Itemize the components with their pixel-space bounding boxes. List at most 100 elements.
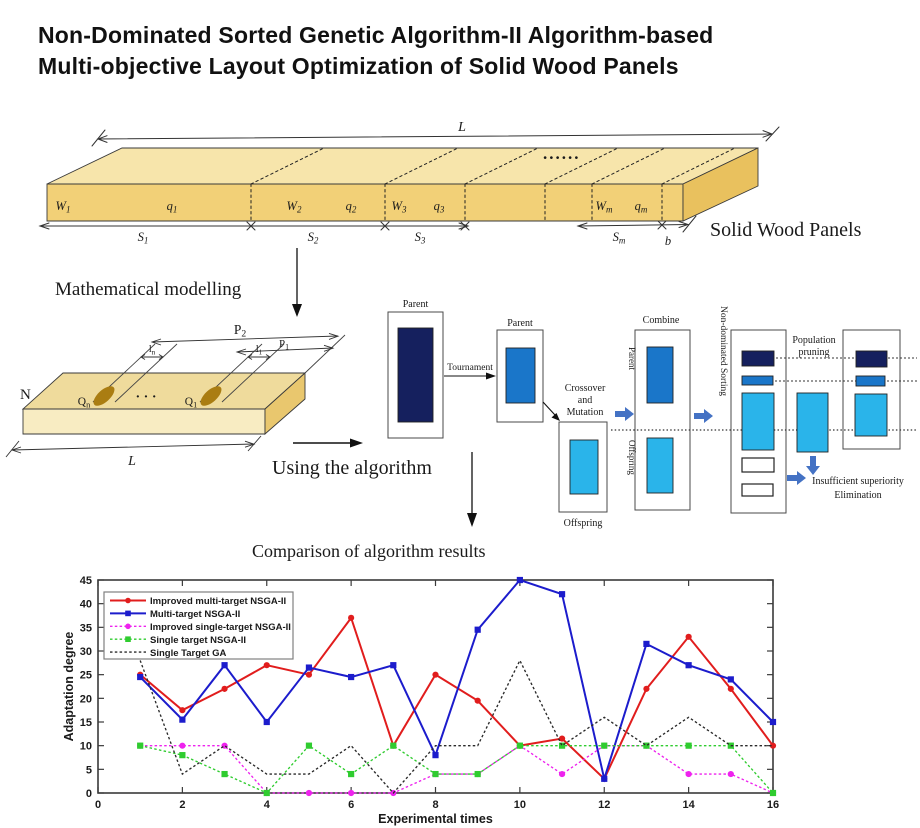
arrow-down-modelling <box>292 248 302 317</box>
flowchart-labels: Parent Tournament Parent Crossover and M… <box>403 299 904 529</box>
x-axis-tick-label: 8 <box>432 799 438 811</box>
label-mutation: Mutation <box>567 407 604 418</box>
knot-qn <box>93 386 115 406</box>
arrow-right-algorithm <box>293 438 363 448</box>
panel1-length-label: L <box>457 120 466 135</box>
label-s3: S3 <box>415 230 426 246</box>
pop-offspring-cyan <box>569 439 599 495</box>
panel1-front-face <box>46 183 684 222</box>
panel2-labels: N P2 P1 ln l1 Qn Q1 · · · L <box>20 322 289 469</box>
pop-combine-cyan <box>646 437 674 494</box>
y-axis-tick-label: 45 <box>80 575 92 587</box>
panel2-side-face <box>264 371 306 435</box>
panel2-dimensions <box>5 332 340 458</box>
y-axis-tick-label: 0 <box>86 788 92 800</box>
block-arrow-sorting <box>694 409 713 423</box>
chart-series-improved-single-target-nsga-ii <box>137 742 777 797</box>
figure-title: Non-Dominated Sorted Genetic Algorithm-I… <box>38 20 898 82</box>
legend-entry: Improved single-target NSGA-II <box>110 622 291 633</box>
x-axis-tick-label: 10 <box>514 799 526 811</box>
legend-label: Single Target GA <box>150 648 227 659</box>
label-insufficient-superiority: Insufficient superiority <box>812 476 904 487</box>
y-axis-tick-label: 40 <box>80 599 92 611</box>
y-axis-tick-label: 15 <box>80 717 92 729</box>
model-panel-diagram: N P2 P1 ln l1 Qn Q1 · · · L <box>5 322 346 469</box>
label-wm: Wm <box>596 199 613 215</box>
chart-series-multi-target-nsga-ii <box>137 576 777 783</box>
label-w2: W2 <box>287 199 302 215</box>
label-p1: P1 <box>279 338 289 352</box>
legend-entry: Single Target GA <box>110 648 227 659</box>
label-offspring-rotated: Offspring <box>627 440 637 475</box>
label-s1: S1 <box>138 230 149 246</box>
block-arrow-combine <box>615 407 634 421</box>
figure-title-line1: Non-Dominated Sorted Genetic Algorithm-I… <box>38 22 714 48</box>
label-population: Population <box>792 335 835 346</box>
legend-box <box>103 591 294 660</box>
y-axis-tick-label: 35 <box>80 622 92 634</box>
y-axis-label: Adaptation degree <box>62 632 76 742</box>
pop-rank2-blue <box>741 375 774 386</box>
comparison-caption: Comparison of algorithm results <box>252 541 485 561</box>
label-crossover: Crossover <box>565 383 606 394</box>
arrow-down-comparison <box>467 452 477 527</box>
panel2-front-face <box>22 408 266 435</box>
label-qn: Qn <box>78 396 90 410</box>
block-arrow-down-pruning <box>806 456 820 475</box>
pop-combine-blue <box>646 346 674 404</box>
label-w3: W3 <box>392 199 407 215</box>
panel1-side-face <box>682 147 759 222</box>
y-axis-tick-label: 10 <box>80 741 92 753</box>
label-offspring: Offspring <box>564 518 603 529</box>
label-pruning: pruning <box>798 347 829 358</box>
label-and: and <box>578 395 592 406</box>
chart-legend: Improved multi-target NSGA-II Multi-targe… <box>103 591 294 660</box>
figure-title-line2: Multi-objective Layout Optimization of S… <box>38 53 679 79</box>
label-n: N <box>20 387 31 403</box>
using-algorithm-caption: Using the algorithm <box>272 457 432 479</box>
chart-series-single-target-nsga-ii <box>137 742 777 797</box>
label-q3: q3 <box>434 199 445 215</box>
label-l1: l1 <box>256 344 263 357</box>
label-p2: P2 <box>234 322 247 340</box>
x-axis-tick-label: 4 <box>264 799 271 811</box>
y-axis-tick-label: 5 <box>86 764 92 776</box>
knot-q1 <box>200 386 222 406</box>
label-sm: Sm <box>613 230 626 246</box>
label-parent1: Parent <box>403 299 429 310</box>
pop-parent2-blue <box>505 347 536 404</box>
x-axis-tick-label: 6 <box>348 799 354 811</box>
label-elimination: Elimination <box>834 490 881 501</box>
panel1-face-labels: W1 q1 W2 q2 W3 q3 Wm qm S1 S2 S3 Sm b <box>56 199 672 248</box>
pop-final-navy <box>855 350 888 368</box>
x-axis-tick-label: 0 <box>95 799 101 811</box>
legend-label: Improved multi-target NSGA-II <box>150 596 286 607</box>
chart-series-single-target-ga <box>139 658 773 795</box>
flow-block-arrows <box>615 407 820 485</box>
figure-canvas: ...... L W1 q1 W2 q2 W3 q3 Wm <box>5 120 917 826</box>
label-tournament: Tournament <box>447 363 493 373</box>
label-q1-model: Q1 <box>185 396 197 410</box>
x-axis-tick-label: 14 <box>683 799 696 811</box>
label-l2: L <box>127 454 136 469</box>
label-parent-rotated: Parent <box>627 347 637 370</box>
pop-rank3-cyan <box>741 392 775 451</box>
legend-entry: Multi-target NSGA-II <box>110 609 240 620</box>
x-axis-tick-label: 2 <box>179 799 185 811</box>
label-qm: qm <box>635 199 648 215</box>
panel2-top-face <box>21 372 307 410</box>
y-axis-tick-label: 25 <box>80 670 92 682</box>
label-s2: S2 <box>308 230 319 246</box>
label-w1: W1 <box>56 199 71 215</box>
y-axis-tick-label: 30 <box>80 646 92 658</box>
label-parent2: Parent <box>507 318 533 329</box>
label-combine: Combine <box>643 315 680 326</box>
pop-final-blue <box>855 375 886 387</box>
block-arrow-elimination <box>787 471 806 485</box>
label-q1: q1 <box>167 199 178 215</box>
pop-rank4-white <box>741 457 775 473</box>
flow-thin-arrows <box>444 372 560 421</box>
ga-flowchart: Parent Tournament Parent Crossover and M… <box>387 299 917 529</box>
